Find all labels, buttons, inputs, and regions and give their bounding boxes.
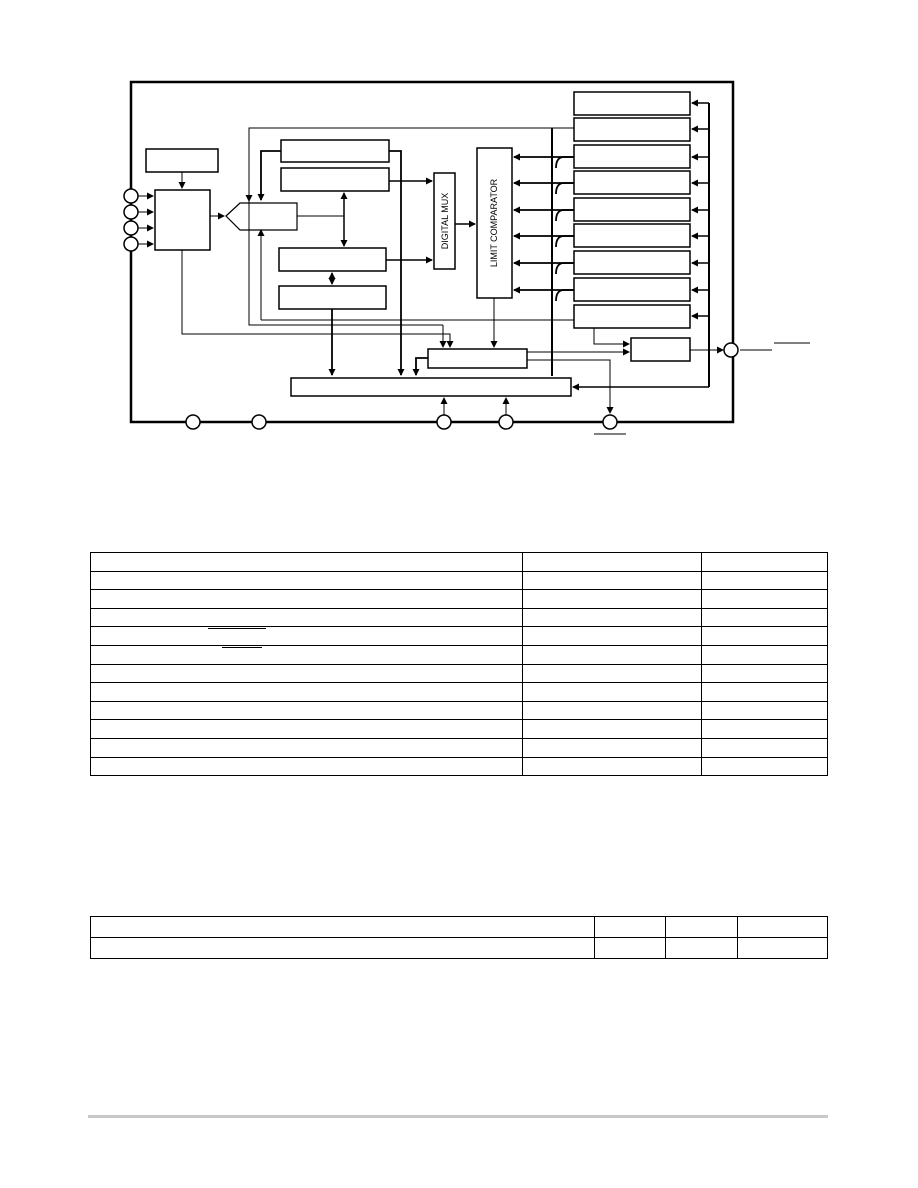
interface-to-gnd xyxy=(527,359,614,414)
input-mux-route xyxy=(181,250,454,348)
serial-bus-block xyxy=(290,377,572,397)
ctrl1-right-bus xyxy=(389,150,405,376)
footer-rule xyxy=(88,1115,828,1118)
table-row xyxy=(89,756,828,777)
table-row xyxy=(89,682,828,702)
register-block-2 xyxy=(278,285,387,310)
stack-to-comp xyxy=(555,262,574,275)
adc-amplifier-block xyxy=(225,202,298,231)
input-mux-block xyxy=(154,189,211,251)
control-block-2 xyxy=(280,167,390,192)
table-row xyxy=(89,916,828,938)
table-row xyxy=(89,700,828,721)
reference-block xyxy=(145,148,219,173)
pin-circle xyxy=(123,220,139,236)
pin-circle xyxy=(185,414,201,430)
ctrl1-left xyxy=(257,150,281,201)
register-stack-item xyxy=(573,223,691,248)
stack-to-comp xyxy=(555,235,574,248)
overbar-mark xyxy=(208,628,234,630)
table-row xyxy=(89,937,828,959)
register-stack-item xyxy=(573,91,691,116)
register-stack-item xyxy=(573,170,691,195)
register-stack-item xyxy=(573,250,691,275)
stack-to-comp xyxy=(555,289,574,302)
table-row xyxy=(89,663,828,684)
register-stack-item xyxy=(573,197,691,222)
pin-circle xyxy=(602,414,618,430)
table-row xyxy=(89,552,828,572)
pin-circle xyxy=(123,188,139,204)
register-stack-item xyxy=(573,304,691,329)
table-row xyxy=(89,589,828,609)
table-row xyxy=(89,737,828,758)
register-block-1 xyxy=(278,247,387,272)
pin-circle xyxy=(723,342,739,358)
table-row xyxy=(89,644,828,665)
overbar-mark xyxy=(222,646,262,648)
register-stack-item xyxy=(573,117,691,142)
limit-comparator-label: LIMIT COMPARATOR xyxy=(489,178,499,267)
interface-block xyxy=(427,348,528,369)
table-row xyxy=(89,719,828,739)
interrupt-block xyxy=(630,337,691,362)
stack-to-comp xyxy=(555,209,574,222)
control-block-1 xyxy=(280,139,390,163)
table-1 xyxy=(89,552,828,777)
digital-mux-label: DIGITAL MUX xyxy=(440,193,450,250)
pin-circle xyxy=(498,414,514,430)
interface-to-bus xyxy=(412,357,428,376)
stack-to-interrupt xyxy=(593,328,630,348)
table-row xyxy=(89,607,828,628)
table-row xyxy=(89,570,828,591)
stack-to-comp xyxy=(555,182,574,195)
pin-circle xyxy=(436,414,452,430)
chip-outline xyxy=(129,80,735,424)
control-loop xyxy=(248,127,574,326)
register-stack-item xyxy=(573,144,691,169)
stack-to-comp xyxy=(555,156,574,169)
table-2 xyxy=(89,916,828,959)
table-row xyxy=(89,626,828,646)
pin-circle xyxy=(123,204,139,220)
overbar-mark xyxy=(224,628,266,630)
digital-mux-block xyxy=(433,172,456,270)
pin-circle xyxy=(251,414,267,430)
register-stack-item xyxy=(573,277,691,302)
pin-circle xyxy=(123,236,139,252)
block-diagram: DIGITAL MUX LIMIT COMPARATOR xyxy=(123,80,810,435)
